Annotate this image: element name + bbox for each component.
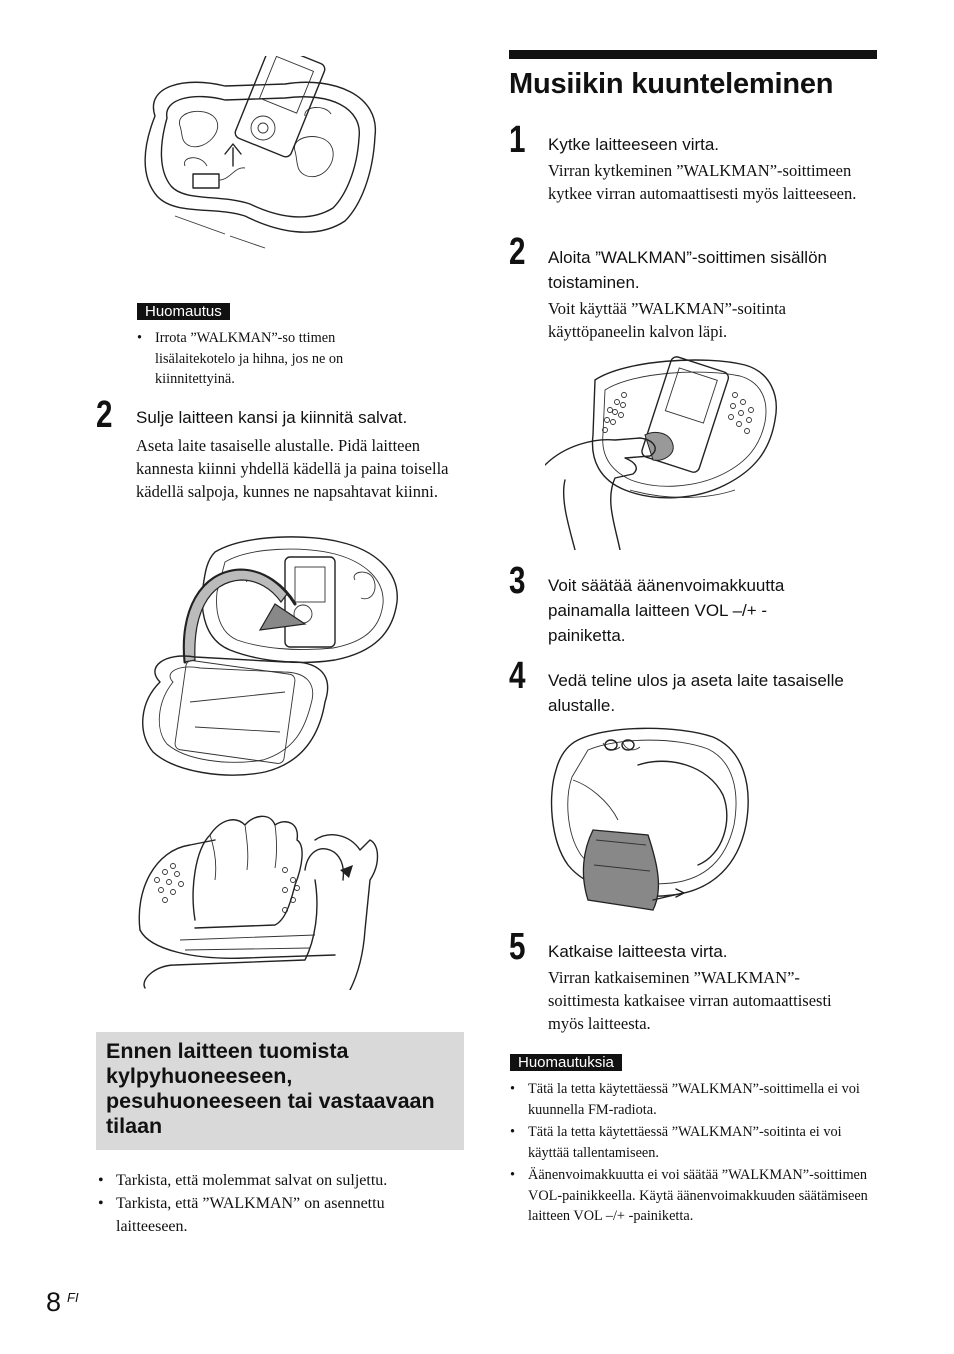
step-number: 4 — [509, 655, 526, 697]
step-title: Voit säätää äänenvoimakkuutta painamalla… — [548, 576, 785, 645]
step-body: Aseta laite tasaiselle alustalle. Pidä l… — [136, 436, 449, 501]
bullet-item: Tarkista, että molemmat salvat on suljet… — [96, 1169, 456, 1192]
step-number: 3 — [509, 560, 526, 602]
bullet-item: Tarkista, että ”WALKMAN” on asennettu la… — [96, 1192, 456, 1238]
section-box-title: Ennen laitteen tuomista kylpyhuoneeseen,… — [106, 1039, 435, 1138]
note-label: Huomautuksia — [510, 1054, 622, 1071]
page-heading: Musiikin kuunteleminen — [509, 68, 834, 100]
close-lid-illustration — [142, 536, 398, 776]
step-title: Kytke laitteeseen virta. — [548, 135, 720, 154]
step-number: 1 — [509, 119, 526, 161]
press-latches-illustration — [138, 815, 379, 990]
step-number: 5 — [509, 926, 526, 968]
step-body: Virran katkaiseminen ”WALKMAN”-soittimes… — [548, 968, 832, 1033]
step-title: Aloita ”WALKMAN”-soittimen sisällön tois… — [548, 248, 827, 292]
step-title: Katkaise laitteesta virta. — [548, 942, 728, 961]
step-title: Sulje laitteen kansi ja kiinnitä salvat. — [136, 408, 408, 427]
note-list: Tätä la tetta käytettäessä ”WALKMAN”-soi… — [510, 1079, 878, 1229]
note-item: Tätä la tetta käytettäessä ”WALKMAN”-soi… — [510, 1122, 878, 1163]
bullet-list: Tarkista, että molemmat salvat on suljet… — [96, 1169, 456, 1238]
page-number-footer: 8 FI — [46, 1286, 79, 1318]
operate-through-film-illustration — [545, 356, 777, 550]
note-item: Tätä la tetta käytettäessä ”WALKMAN”-soi… — [510, 1079, 878, 1120]
note-label: Huomautus — [137, 303, 230, 320]
note-item: Äänenvoimakkuutta ei voi säätää ”WALKMAN… — [510, 1165, 878, 1227]
note-item: Irrota ”WALKMAN”-so ttimen lisälaitekote… — [137, 328, 397, 390]
note-list: Irrota ”WALKMAN”-so ttimen lisälaitekote… — [137, 328, 397, 392]
page-number: 8 — [46, 1287, 62, 1317]
step-body: Virran kytkeminen ”WALKMAN”-soittimeen k… — [548, 161, 857, 203]
step-number: 2 — [96, 394, 113, 436]
heading-rule — [509, 50, 877, 59]
section-box: Ennen laitteen tuomista kylpyhuoneeseen,… — [96, 1032, 464, 1150]
language-code: FI — [67, 1290, 79, 1305]
step-number: 2 — [509, 231, 526, 273]
stand-pulled-out-illustration — [550, 727, 749, 911]
step-title: Vedä teline ulos ja aseta laite tasaisel… — [548, 671, 844, 715]
step-body: Voit käyttää ”WALKMAN”-soitinta käyttöpa… — [548, 299, 786, 341]
speaker-insert-walkman-illustration — [144, 56, 376, 249]
